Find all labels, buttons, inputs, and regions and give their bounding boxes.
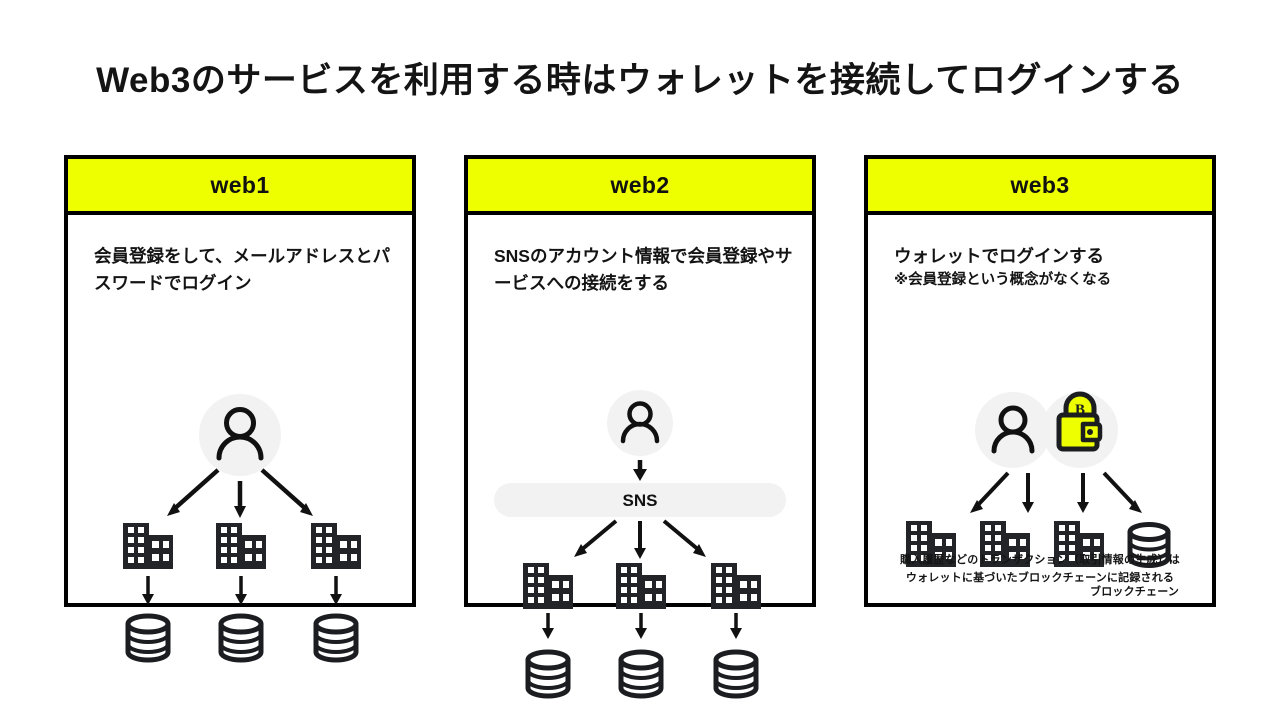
building-icon bbox=[980, 521, 1030, 567]
building-icon bbox=[711, 563, 761, 609]
database-icon bbox=[618, 649, 664, 699]
database-icon bbox=[1127, 522, 1171, 568]
arrow-down bbox=[633, 460, 647, 481]
database-icon bbox=[125, 613, 171, 663]
sns-label: SNS bbox=[623, 491, 658, 510]
panel-web3-header: web3 bbox=[868, 159, 1212, 215]
database-icon bbox=[218, 613, 264, 663]
panel-web1-figure bbox=[68, 215, 412, 663]
wallet-bitcoin-icon: B bbox=[1042, 391, 1118, 468]
arrow-1 bbox=[970, 471, 1010, 513]
panel-web2-body: SNSのアカウント情報で会員登録やサービスへの接続をする bbox=[468, 215, 812, 699]
arrow-right bbox=[260, 468, 313, 516]
arrow-down bbox=[142, 576, 154, 605]
database-icon bbox=[525, 649, 571, 699]
footnote-line-1: 購入履歴などのトランザクション（取引情報の生成）は bbox=[900, 553, 1180, 566]
building-icon bbox=[616, 563, 666, 609]
arrow-right bbox=[662, 519, 706, 557]
panel-web2-figure: SNS bbox=[468, 215, 812, 699]
person-icon bbox=[975, 392, 1051, 468]
sns-node: SNS bbox=[494, 483, 786, 517]
arrow-down bbox=[635, 613, 647, 639]
arrow-center bbox=[634, 521, 646, 559]
arrow-left bbox=[167, 468, 220, 516]
svg-text:B: B bbox=[1075, 402, 1085, 418]
arrow-center bbox=[234, 481, 246, 518]
panel-web1-description: 会員登録をして、メールアドレスとパスワードでログイン bbox=[94, 246, 391, 294]
arrow-2 bbox=[1022, 473, 1034, 513]
panel-web1-header: web1 bbox=[68, 159, 412, 215]
building-icon bbox=[1054, 521, 1104, 567]
panel-web3-body: ウォレットでログインする ※会員登録という概念がなくなる bbox=[868, 215, 1212, 603]
panel-web2: web2 SNSのアカウント情報で会員登録やサービスへの接続をする bbox=[464, 155, 816, 699]
panel-web1-body: 会員登録をして、メールアドレスとパスワードでログイン bbox=[68, 215, 412, 663]
panel-web3-figure: B bbox=[868, 215, 1212, 603]
building-icon bbox=[216, 523, 266, 569]
panel-web3-footnote: 購入履歴などのトランザクション（取引情報の生成）は ウォレットに基づいたブロック… bbox=[880, 551, 1200, 587]
arrow-3 bbox=[1077, 473, 1089, 513]
arrow-down bbox=[330, 576, 342, 605]
panel-web3: web3 ウォレットでログインする ※会員登録という概念がなくなる bbox=[864, 155, 1216, 607]
building-icon bbox=[311, 523, 361, 569]
panels-container: web1 会員登録をして、メールアドレスとパスワードでログイン bbox=[64, 155, 1216, 699]
panel-web2-header: web2 bbox=[468, 159, 812, 215]
person-icon bbox=[607, 390, 673, 456]
arrow-down bbox=[235, 576, 247, 605]
panel-web3-header-label: web3 bbox=[1010, 171, 1070, 198]
arrow-left bbox=[574, 519, 618, 557]
arrow-down bbox=[542, 613, 554, 639]
building-icon bbox=[123, 523, 173, 569]
panel-web2-description: SNSのアカウント情報で会員登録やサービスへの接続をする bbox=[494, 246, 793, 294]
panel-web1: web1 会員登録をして、メールアドレスとパスワードでログイン bbox=[64, 155, 416, 663]
panel-web3-sub-description: ※会員登録という概念がなくなる bbox=[894, 272, 1112, 288]
database-icon bbox=[313, 613, 359, 663]
panel-web1-header-label: web1 bbox=[210, 171, 270, 198]
arrow-down bbox=[730, 613, 742, 639]
panel-web3-description: ウォレットでログインする bbox=[894, 246, 1104, 266]
building-icon bbox=[906, 521, 956, 567]
database-icon bbox=[713, 649, 759, 699]
footnote-line-2: ウォレットに基づいたブロックチェーンに記録される bbox=[905, 571, 1175, 584]
panel-web2-header-label: web2 bbox=[610, 171, 670, 198]
page-title: Web3のサービスを利用する時はウォレットを接続してログインする bbox=[96, 61, 1184, 100]
building-icon bbox=[523, 563, 573, 609]
person-icon bbox=[199, 394, 281, 476]
blockchain-label: ブロックチェーン bbox=[1090, 586, 1180, 598]
arrow-4 bbox=[1102, 471, 1142, 513]
